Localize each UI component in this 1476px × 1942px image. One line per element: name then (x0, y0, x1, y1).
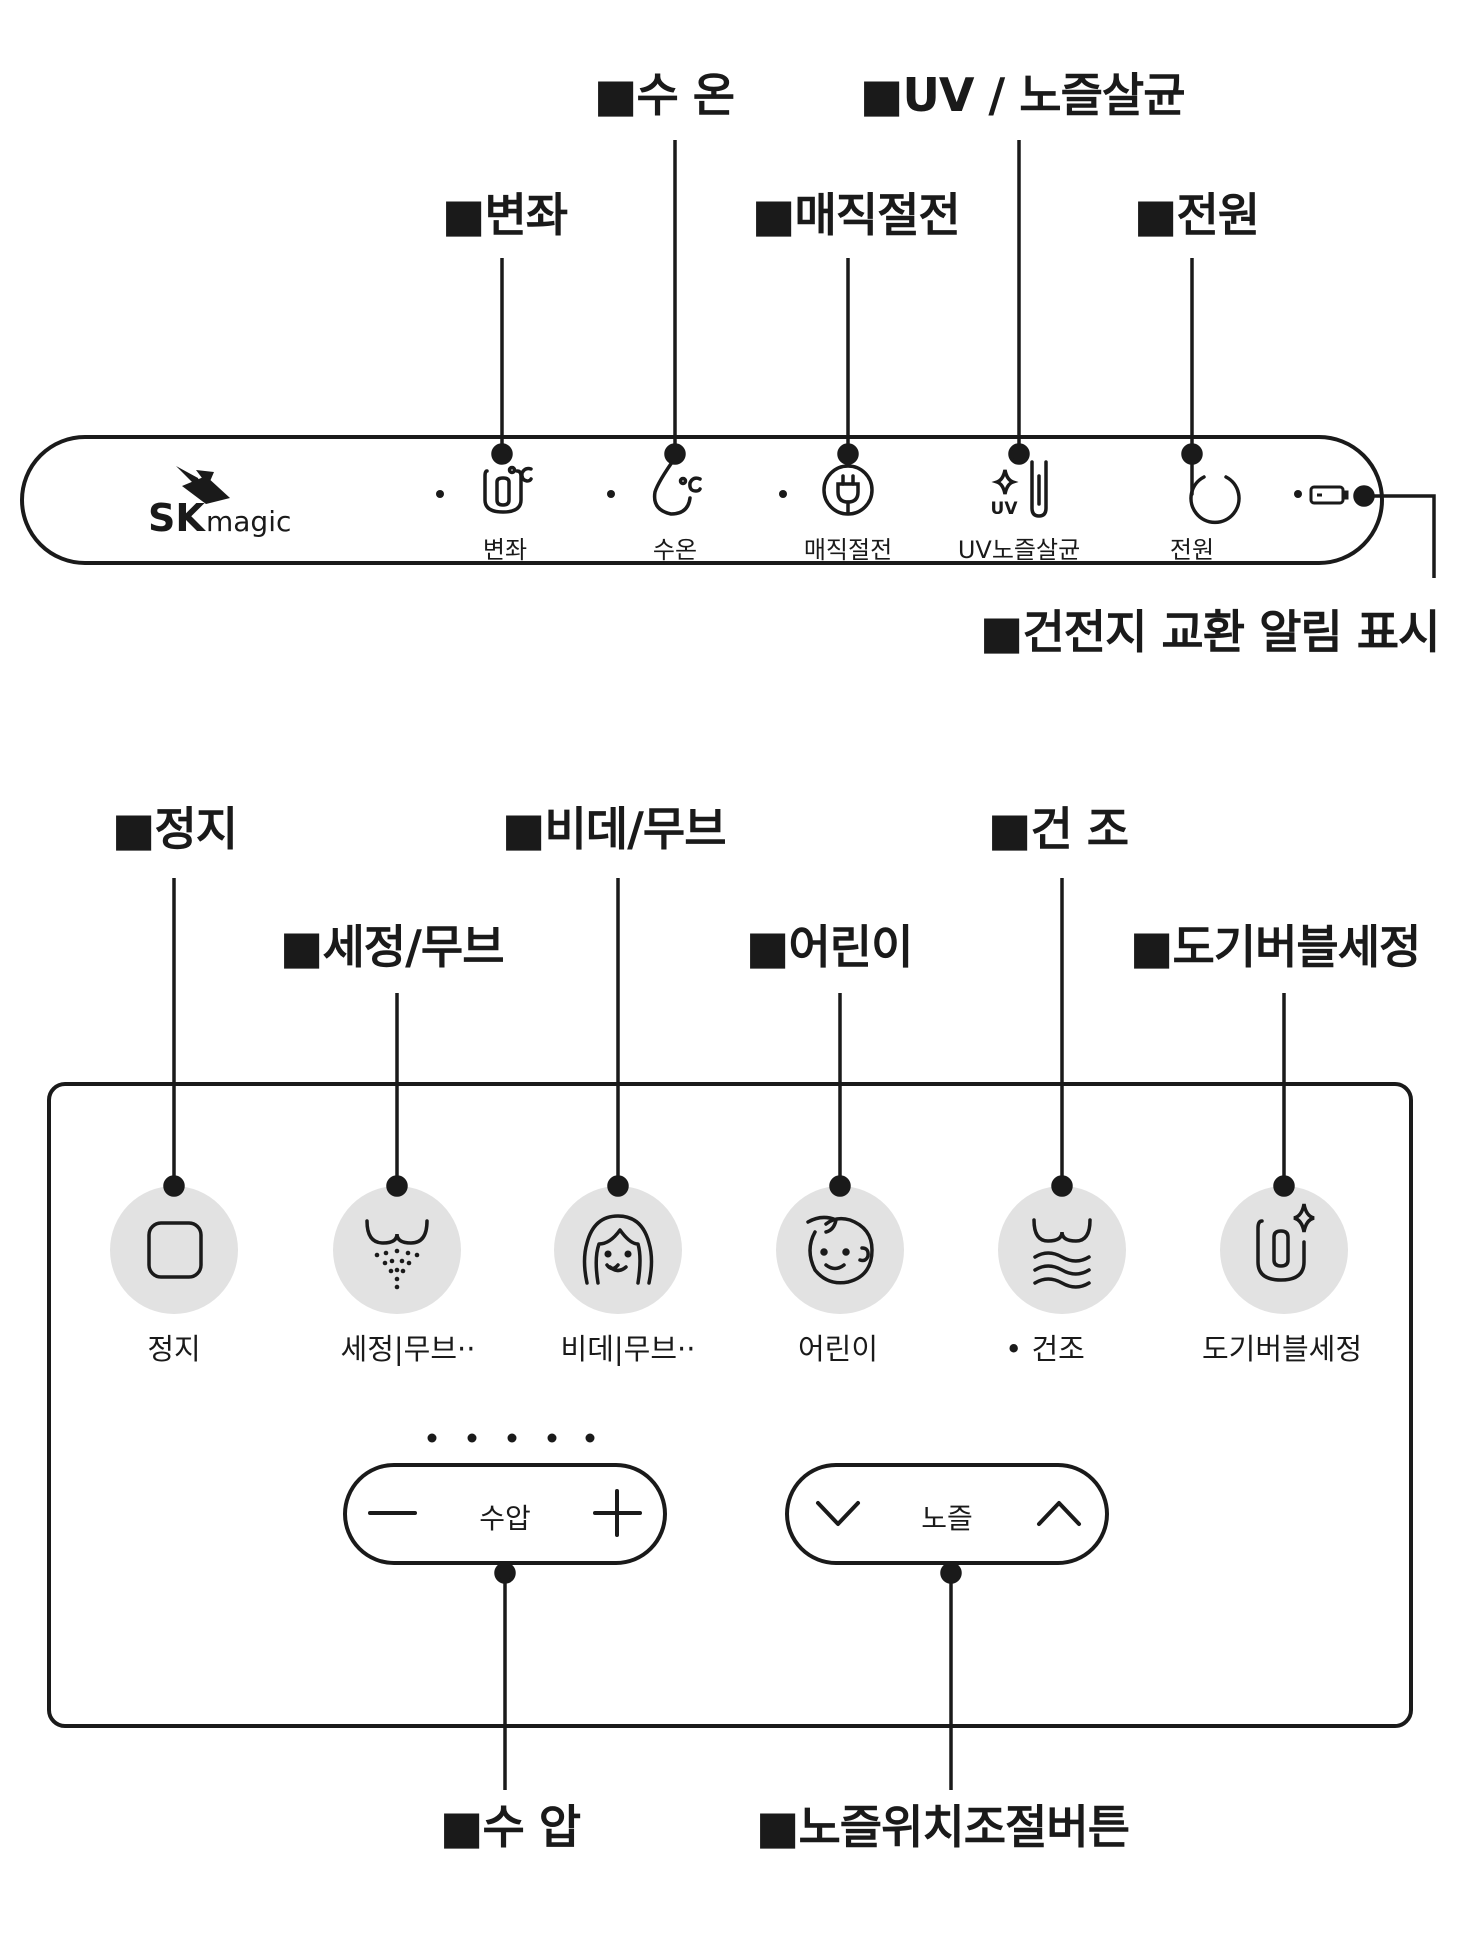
callout-water-temp: ■수 온 (594, 68, 735, 122)
callout-dot-uv (1008, 443, 1030, 465)
dry-icon (1032, 1218, 1092, 1289)
bowl-bubble-clean-icon (1256, 1203, 1315, 1282)
cleansing-icon (365, 1219, 429, 1245)
label-nozzle: 노즐 (921, 1502, 973, 1535)
spray-dots-icon (374, 1248, 420, 1290)
callout-dot-water-temp (664, 443, 686, 465)
stop-button[interactable] (110, 1186, 238, 1314)
callout-dot-dry (1051, 1175, 1073, 1197)
seat-temp-icon[interactable] (483, 465, 533, 514)
callout-dot-cleansing (386, 1175, 408, 1197)
indicator-dot (779, 490, 787, 498)
label-power: 전원 (1169, 536, 1215, 564)
callout-stop: ■정지 (112, 802, 238, 856)
label-cleansing: 세정|무브·· (340, 1332, 476, 1366)
callout-cleansing: ■세정/무브 (280, 920, 505, 974)
label-dry: • 건조 (1005, 1332, 1085, 1366)
top-control-panel (20, 435, 1384, 565)
callout-pressure: ■수 압 (440, 1800, 581, 1854)
callout-dot-pressure (494, 1562, 516, 1584)
callout-battery: ■건전지 교환 알림 표시 (980, 605, 1440, 659)
callout-line-battery (1364, 494, 1436, 578)
callout-nozzle: ■노즐위치조절버튼 (756, 1800, 1130, 1854)
label-seat-temp: 변좌 (482, 536, 528, 564)
child-button[interactable] (776, 1186, 904, 1314)
pressure-plus-icon[interactable] (593, 1489, 642, 1537)
callout-dot-power (1181, 443, 1203, 465)
callout-dot-bidet (607, 1175, 629, 1197)
water-temp-icon[interactable] (652, 456, 702, 516)
indicator-dot (1294, 490, 1302, 498)
label-stop: 정지 (147, 1332, 201, 1366)
callout-power: ■전원 (1134, 188, 1260, 242)
label-bidet: 비데|무브·· (560, 1332, 696, 1366)
callout-dot-stop (163, 1175, 185, 1197)
callout-dot-seat (491, 443, 513, 465)
power-icon[interactable] (1189, 458, 1241, 525)
power-save-plug-icon[interactable] (822, 464, 874, 516)
label-power-save: 매직절전 (803, 536, 893, 564)
child-icon (806, 1215, 874, 1285)
bidet-woman-icon (582, 1214, 654, 1285)
callout-dot-bowl-bubble (1273, 1175, 1295, 1197)
logo-sub: magic (206, 505, 292, 538)
callout-uv-sterilize: ■UV / 노즐살균 (860, 68, 1186, 122)
callout-dot-child (829, 1175, 851, 1197)
svg-text:UV: UV (991, 499, 1019, 519)
label-child: 어린이 (797, 1332, 879, 1366)
bottom-control-panel (47, 1082, 1413, 1728)
callout-seat-temp: ■변좌 (442, 188, 568, 242)
label-water-pressure: 수압 (479, 1502, 531, 1535)
indicator-dot (607, 490, 615, 498)
nozzle-position-control (785, 1463, 1109, 1565)
pressure-level-dots (427, 1433, 595, 1443)
indicator-dot (436, 490, 444, 498)
callout-dot-power-save (837, 443, 859, 465)
stop-icon (147, 1221, 203, 1279)
dry-button[interactable] (998, 1186, 1126, 1314)
bidet-button[interactable] (554, 1186, 682, 1314)
battery-icon (1309, 485, 1349, 505)
callout-dot-nozzle (940, 1562, 962, 1584)
label-uv-sterilize: UV노즐살균 (957, 536, 1081, 564)
callout-dry: ■건 조 (988, 802, 1129, 856)
callout-bowl-bubble: ■도기버블세정 (1130, 920, 1421, 974)
bowl-bubble-clean-button[interactable] (1220, 1186, 1348, 1314)
callout-bidet: ■비데/무브 (502, 802, 727, 856)
sk-magic-logo-icon (176, 466, 230, 504)
label-bowl-bubble: 도기버블세정 (1201, 1332, 1363, 1366)
nozzle-down-icon[interactable] (816, 1501, 860, 1526)
callout-power-save: ■매직절전 (752, 188, 961, 242)
uv-nozzle-sterilize-icon[interactable]: UV (991, 460, 1048, 519)
nozzle-up-icon[interactable] (1037, 1501, 1081, 1526)
logo-brand: SK (148, 496, 205, 540)
label-water-temp: 수온 (652, 536, 698, 564)
callout-child: ■어린이 (746, 920, 913, 974)
